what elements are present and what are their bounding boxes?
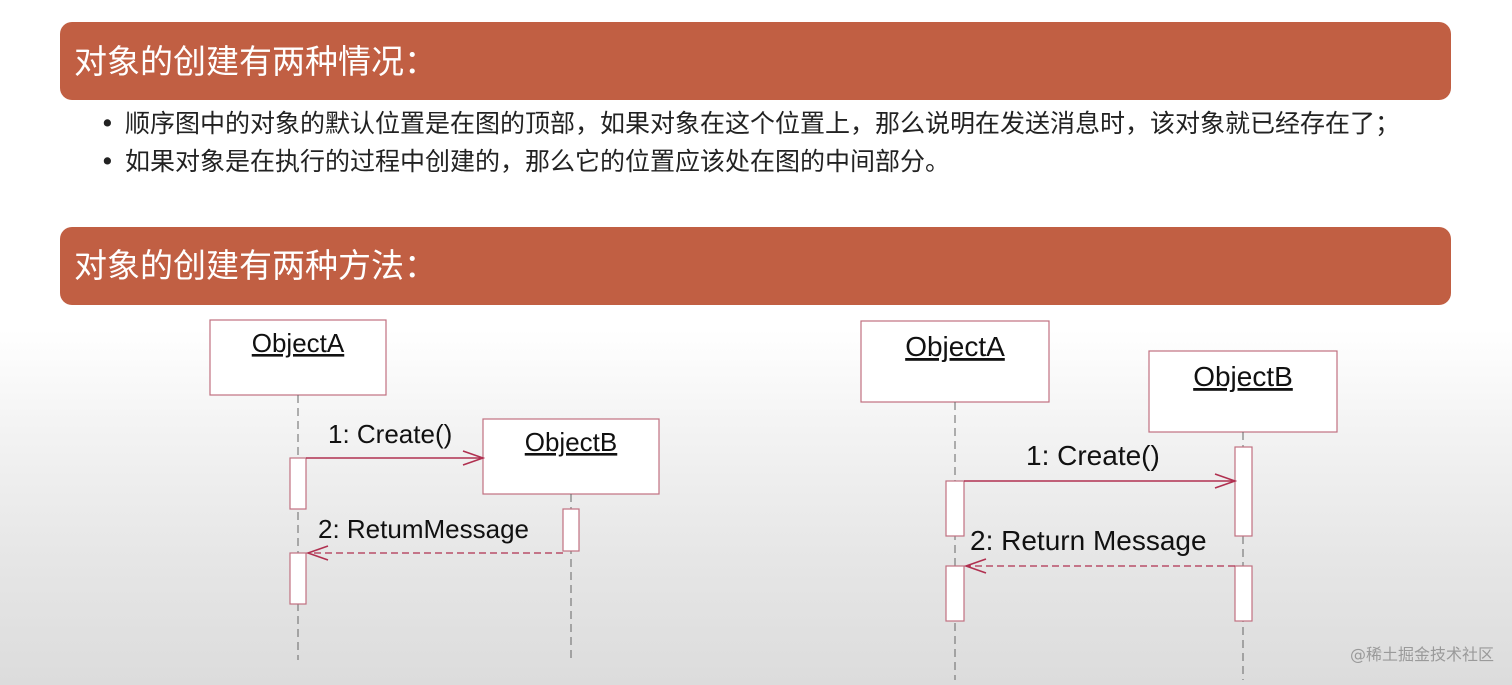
- object-a-box: [209, 319, 387, 396]
- bullet-list: • 顺序图中的对象的默认位置是在图的顶部，如果对象在这个位置上，那么说明在发送消…: [100, 107, 1445, 183]
- activation-bar: [945, 480, 965, 537]
- activation-bar: [1234, 565, 1253, 622]
- bullet-dot: •: [100, 109, 115, 138]
- watermark: @稀土掘金技术社区: [1349, 645, 1494, 664]
- object-a-label: ObjectA: [905, 331, 1005, 362]
- heading-situations: 对象的创建有两种情况：: [74, 42, 437, 81]
- create-message-label: 1: Create(): [328, 419, 452, 449]
- return-message-label: 2: Return Message: [970, 525, 1207, 556]
- activation-bar: [289, 552, 307, 605]
- bullet-text: 如果对象是在执行的过程中创建的，那么它的位置应该处在图的中间部分。: [125, 147, 951, 176]
- activation-bar: [562, 508, 580, 552]
- object-a-box: [860, 320, 1050, 403]
- object-b-box: [1148, 350, 1338, 433]
- diagram-left: ObjectA ObjectB 1: Create() 2: RetumMess…: [209, 319, 660, 660]
- bullet-dot: •: [100, 147, 115, 176]
- object-a-label: ObjectA: [252, 328, 345, 358]
- activation-bar: [945, 565, 965, 622]
- activation-bar: [289, 457, 307, 510]
- activation-bar: [1234, 446, 1253, 537]
- object-b-label: ObjectB: [1193, 361, 1293, 392]
- bullet-text: 顺序图中的对象的默认位置是在图的顶部，如果对象在这个位置上，那么说明在发送消息时…: [125, 109, 1401, 138]
- object-b-label: ObjectB: [525, 427, 618, 457]
- heading-methods: 对象的创建有两种方法：: [74, 246, 437, 285]
- heading-banner-methods: 对象的创建有两种方法：: [60, 227, 1451, 305]
- bullet-item: • 顺序图中的对象的默认位置是在图的顶部，如果对象在这个位置上，那么说明在发送消…: [100, 107, 1445, 141]
- heading-banner-situations: 对象的创建有两种情况：: [60, 22, 1451, 100]
- create-message-label: 1: Create(): [1026, 440, 1160, 471]
- diagram-right: ObjectA ObjectB 1: Create() 2: Return Me…: [860, 320, 1338, 680]
- return-message-label: 2: RetumMessage: [318, 514, 529, 544]
- bullet-item: • 如果对象是在执行的过程中创建的，那么它的位置应该处在图的中间部分。: [100, 145, 1445, 179]
